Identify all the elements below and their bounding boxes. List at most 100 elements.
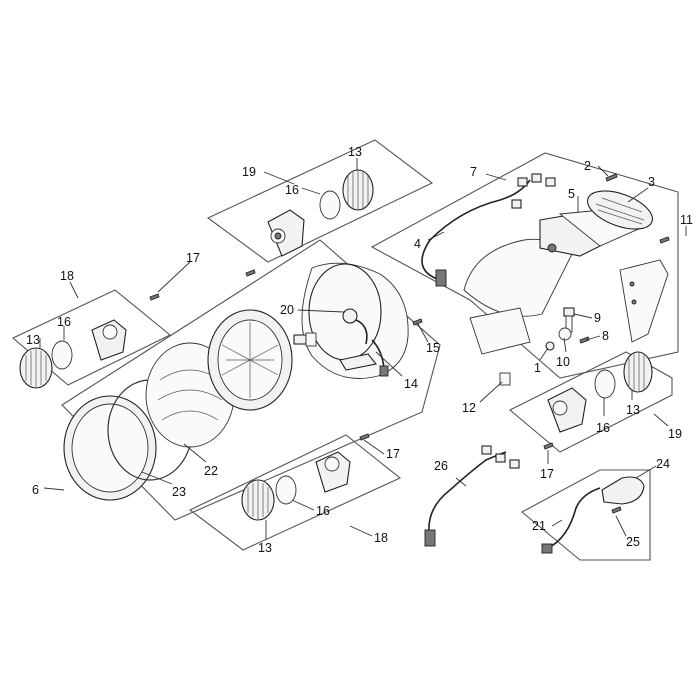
callout-17-right: 17	[540, 467, 554, 481]
indicator-body-bottom	[315, 451, 351, 493]
callout-7: 7	[470, 165, 477, 179]
leader-line-7	[485, 173, 507, 181]
leader-line-26	[455, 477, 467, 487]
leader-line-18-bottom	[349, 525, 373, 537]
callout-16-left: 16	[57, 315, 71, 329]
callout-18-bottom: 18	[374, 531, 388, 545]
callout-12: 12	[462, 401, 476, 415]
callout-2: 2	[584, 159, 591, 173]
leader-line-19-top	[263, 171, 295, 185]
callout-24: 24	[656, 457, 670, 471]
indicator-body-top	[267, 209, 305, 257]
leader-line-16-top	[301, 187, 321, 195]
leader-line-17-left	[157, 261, 191, 293]
leader-line-10	[563, 337, 567, 353]
license-plate-bracket	[619, 259, 669, 343]
headlamp-bulb	[293, 332, 317, 347]
callout-1: 1	[534, 361, 541, 375]
plate-light-screw	[611, 506, 622, 514]
callout-13-top: 13	[348, 145, 362, 159]
leader-line-23	[141, 471, 173, 485]
tail-light-lens	[587, 190, 653, 230]
wiring-harness-indicator	[424, 445, 520, 547]
mounting-bracket	[469, 307, 531, 355]
callout-8: 8	[602, 329, 609, 343]
leader-line-6	[43, 487, 65, 491]
indicator-screw-top	[245, 269, 256, 277]
plate-light-wiring	[541, 487, 601, 554]
headlamp-bulb-socket	[342, 308, 368, 345]
leader-line-25	[615, 515, 627, 537]
callout-17-left: 17	[186, 251, 200, 265]
leader-line-3	[627, 187, 649, 203]
indicator-gasket-bottom	[275, 475, 297, 505]
indicator-gasket-left	[51, 340, 73, 370]
frame-tail-light	[370, 152, 679, 379]
callout-15: 15	[426, 341, 440, 355]
frame-headlamp	[61, 239, 441, 521]
callout-22: 22	[204, 464, 218, 478]
indicator-screw-left	[149, 293, 160, 301]
leader-line-2	[597, 165, 609, 177]
callout-16-top: 16	[285, 183, 299, 197]
headlamp-screw	[412, 318, 423, 326]
callout-9: 9	[594, 311, 601, 325]
callout-10: 10	[556, 355, 570, 369]
indicator-screw-right	[543, 442, 554, 450]
tail-light-screw	[605, 173, 618, 182]
indicator-gasket-right	[594, 369, 616, 399]
callout-14: 14	[404, 377, 418, 391]
callout-18-left: 18	[60, 269, 74, 283]
callout-11: 11	[680, 213, 693, 227]
indicator-body-left	[91, 319, 127, 361]
callout-25: 25	[626, 535, 640, 549]
callout-13-left: 13	[26, 333, 40, 347]
indicator-gasket-top	[319, 190, 341, 220]
leader-line-22	[183, 443, 207, 463]
indicator-body-right	[547, 387, 587, 433]
headlamp-wire-connector	[371, 339, 389, 377]
leader-line-21	[551, 519, 563, 527]
frame-rear-left-indicator	[188, 434, 402, 551]
indicator-lens-left	[19, 347, 53, 389]
wiring-harness-tail	[421, 173, 556, 287]
leader-line-18-left	[69, 281, 79, 299]
callout-26: 26	[434, 459, 448, 473]
leader-line-17-bottom	[363, 439, 385, 455]
leader-line-24	[635, 465, 657, 479]
callout-3: 3	[648, 175, 655, 189]
leader-line-14	[375, 351, 403, 377]
callout-13-right: 13	[626, 403, 640, 417]
leader-line-4	[427, 231, 445, 241]
callout-13-bottom: 13	[258, 541, 272, 555]
callout-17-bottom: 17	[386, 447, 400, 461]
callout-23: 23	[172, 485, 186, 499]
callout-5: 5	[568, 187, 575, 201]
leader-line-19-right	[653, 413, 669, 427]
leader-line-1	[539, 347, 549, 361]
callout-16-right: 16	[596, 421, 610, 435]
plate-light-housing	[601, 476, 645, 505]
leader-line-15	[417, 323, 429, 343]
headlamp-sealed-beam	[207, 309, 293, 411]
indicator-lens-bottom	[241, 479, 275, 521]
leader-line-12	[479, 381, 503, 403]
bracket-screw	[659, 236, 670, 244]
frame-plate-light	[521, 469, 651, 561]
rubber-grommet	[499, 372, 511, 386]
leader-line-16-bottom	[291, 499, 315, 511]
callout-6: 6	[32, 483, 39, 497]
leader-line-9	[573, 313, 593, 319]
frame-front-right-indicator	[206, 139, 434, 263]
callout-19-top: 19	[242, 165, 256, 179]
indicator-screw-bottom	[359, 433, 370, 441]
indicator-lens-right	[623, 351, 653, 393]
leader-line-20	[297, 309, 345, 313]
headlamp-trim-ring	[63, 395, 157, 501]
washer	[558, 327, 572, 341]
small-screw	[579, 336, 590, 344]
callout-19-right: 19	[668, 427, 682, 441]
callout-16-bottom: 16	[316, 504, 330, 518]
indicator-lens-top	[342, 169, 374, 211]
